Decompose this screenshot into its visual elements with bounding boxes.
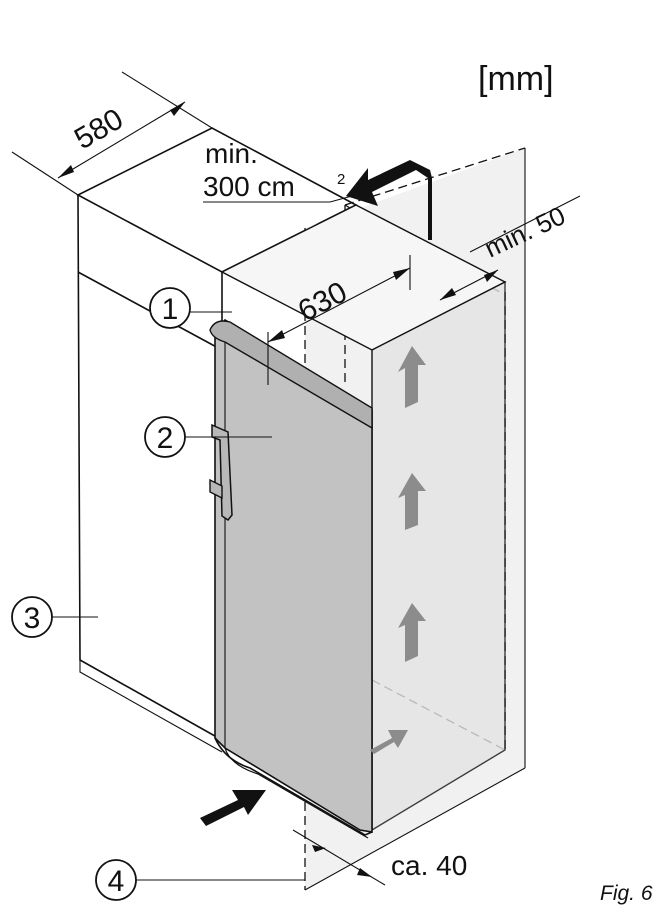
vent-area-line1: min. (205, 138, 258, 169)
callout-1: 1 (149, 287, 232, 329)
exhaust-arrow (346, 160, 432, 240)
units-label: [mm] (478, 60, 554, 98)
refrigerator (209, 318, 373, 839)
intake-arrow (200, 790, 266, 826)
callout-2-number: 2 (157, 422, 174, 455)
airflow-arrows (370, 346, 426, 754)
callout-4-number: 4 (108, 865, 125, 898)
airflow-arrow-4 (370, 730, 408, 754)
door-handle (209, 423, 233, 522)
dimension-580: 580 (11, 71, 213, 196)
airflow-arrow-2 (398, 473, 426, 530)
bottom-gap-label: ca. 40 (391, 850, 467, 881)
callout-2: 2 (144, 416, 272, 458)
vent-area-line2: 300 cm (203, 171, 295, 202)
airflow-arrow-1 (398, 346, 426, 408)
airflow-arrow-3 (398, 603, 426, 662)
vent-area-superscript: 2 (337, 171, 345, 188)
callout-1-number: 1 (162, 293, 179, 326)
figure-caption: Fig. 6 (600, 882, 653, 905)
dimension-580-label: 580 (69, 102, 129, 156)
callout-4: 4 (95, 859, 305, 901)
ventilation-area: min. 300 cm 2 (203, 138, 353, 203)
dimension-bottom-gap: ca. 40 (292, 829, 467, 886)
callout-3-number: 3 (24, 602, 41, 635)
callout-3: 3 (11, 596, 98, 638)
